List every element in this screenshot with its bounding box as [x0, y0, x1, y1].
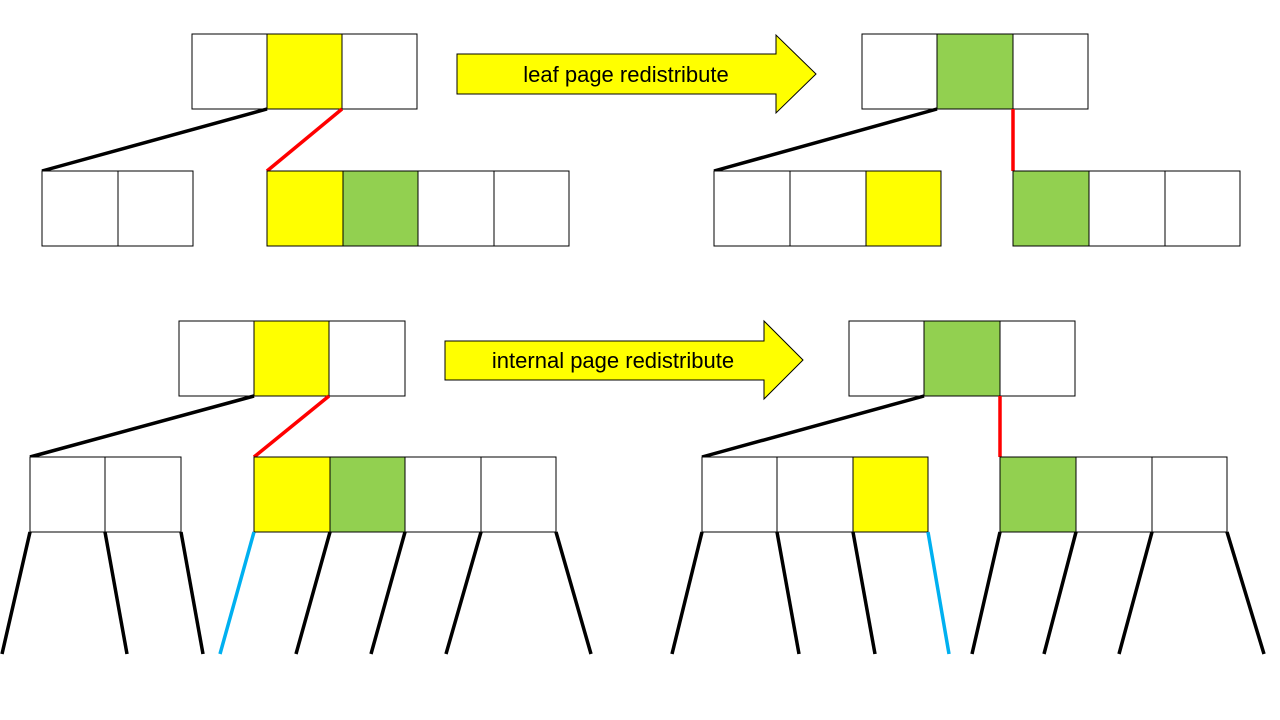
child-pointer	[103, 531, 129, 655]
internal-node-cell	[480, 456, 557, 533]
leaf-cell	[1088, 170, 1166, 247]
parent-cell	[861, 33, 938, 110]
arrow-shape	[444, 319, 804, 401]
child-pointer-moved	[926, 531, 951, 655]
internal-node-cell	[1151, 456, 1228, 533]
leaf-cell	[713, 170, 791, 247]
top-arrow: leaf page redistribute	[456, 33, 817, 115]
internal-node-cell	[104, 456, 182, 533]
bottom-before-tree	[0, 320, 593, 655]
edge-to-right-leaf	[265, 107, 344, 173]
child-pointer	[179, 531, 205, 655]
leaf-cell	[117, 170, 194, 247]
internal-node-cell	[29, 456, 106, 533]
child-pointer-moved	[218, 531, 256, 655]
internal-node-cell	[1075, 456, 1153, 533]
leaf-cell	[789, 170, 867, 247]
edge-to-right-node	[252, 394, 331, 459]
parent-cell	[191, 33, 268, 110]
child-pointer	[554, 531, 593, 655]
parent-cell	[1012, 33, 1089, 110]
internal-node-cell	[404, 456, 482, 533]
child-pointer	[670, 531, 704, 655]
arrow-label: leaf page redistribute	[523, 62, 728, 87]
bottom-arrow: internal page redistribute	[444, 319, 804, 401]
child-pointer	[1225, 531, 1266, 655]
leaf-cell	[417, 170, 495, 247]
child-pointer	[369, 531, 407, 655]
parent-cell-key	[936, 33, 1014, 110]
top-before-tree	[41, 33, 570, 247]
leaf-cell	[1164, 170, 1241, 247]
edge-to-left-node	[701, 394, 925, 459]
parent-cell	[341, 33, 418, 110]
leaf-cell	[493, 170, 570, 247]
leaf-cell	[342, 170, 419, 247]
top-after-tree	[713, 33, 1241, 247]
parent-cell-key	[923, 320, 1001, 397]
parent-cell-key	[253, 320, 330, 397]
leaf-cell	[1012, 170, 1090, 247]
parent-cell-key	[266, 33, 343, 110]
internal-node-cell	[701, 456, 778, 533]
internal-node-cell	[776, 456, 854, 533]
parent-cell	[999, 320, 1076, 397]
edge-to-left-leaf	[41, 107, 268, 173]
child-pointer	[775, 531, 801, 655]
edge-to-left-node	[29, 394, 255, 459]
parent-cell	[178, 320, 255, 397]
parent-cell	[848, 320, 925, 397]
internal-node-cell	[253, 456, 331, 533]
child-pointer	[294, 531, 332, 655]
child-pointer	[0, 531, 32, 655]
internal-node-cell	[852, 456, 929, 533]
leaf-cell	[865, 170, 942, 247]
child-pointer	[970, 531, 1002, 655]
parent-cell	[328, 320, 406, 397]
child-pointer	[851, 531, 877, 655]
arrow-shape	[456, 33, 817, 115]
leaf-cell	[266, 170, 344, 247]
arrow-label: internal page redistribute	[492, 348, 734, 373]
leaf-cell	[41, 170, 119, 247]
internal-node-cell	[329, 456, 406, 533]
internal-node-cell	[999, 456, 1077, 533]
edge-to-left-leaf	[713, 107, 938, 173]
child-pointer	[444, 531, 483, 655]
child-pointer	[1042, 531, 1078, 655]
bottom-after-tree	[670, 320, 1266, 655]
child-pointer	[1117, 531, 1154, 655]
